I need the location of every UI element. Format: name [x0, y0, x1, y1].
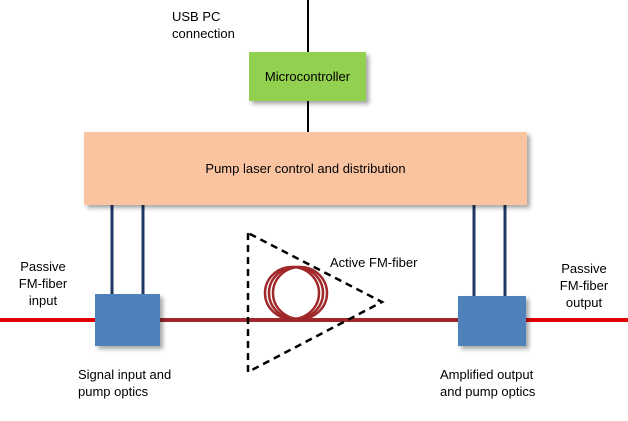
usb-label-line1: USB PC — [172, 9, 221, 24]
microcontroller-box — [249, 52, 366, 101]
microcontroller-label: Microcontroller — [264, 69, 351, 84]
passive-input-line1: Passive — [20, 259, 66, 274]
pump-lines-left — [110, 205, 145, 294]
amplified-optics-line2: and pump optics — [440, 384, 536, 399]
passive-input-line3: input — [28, 293, 58, 308]
pump-control-box — [84, 132, 527, 205]
signal-input-optics-box — [95, 294, 160, 346]
signal-optics-line2: pump optics — [78, 384, 149, 399]
usb-label: USB PC connection — [172, 8, 235, 42]
passive-input-label: Passive FM-fiber input — [8, 258, 78, 309]
amplifier-triangle — [246, 230, 385, 375]
passive-output-line2: FM-fiber — [559, 278, 609, 293]
passive-output-line1: Passive — [561, 261, 607, 276]
signal-optics-label: Signal input and pump optics — [78, 366, 171, 400]
amplified-optics-label: Amplified output and pump optics — [440, 366, 535, 400]
fiber-coil-icon — [263, 265, 329, 321]
usb-label-line2: connection — [172, 26, 235, 41]
amplified-optics-line1: Amplified output — [440, 367, 534, 382]
signal-optics-line1: Signal input and — [78, 367, 172, 382]
passive-output-line3: output — [565, 295, 603, 310]
passive-input-line2: FM-fiber — [18, 276, 68, 291]
amplified-output-optics-box — [458, 296, 526, 346]
pump-lines-right — [472, 205, 507, 296]
active-fiber-label: Active FM-fiber — [330, 255, 418, 270]
passive-output-label: Passive FM-fiber output — [548, 260, 620, 311]
pump-control-label: Pump laser control and distribution — [205, 161, 406, 176]
